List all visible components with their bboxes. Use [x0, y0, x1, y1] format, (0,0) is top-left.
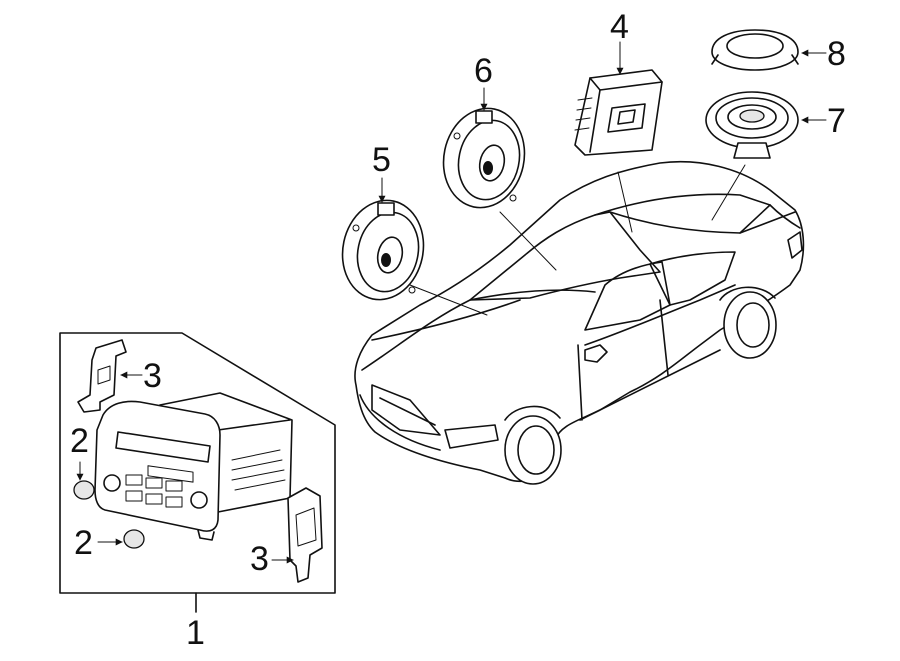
callout-2-lower: 2 — [74, 524, 93, 562]
part-2-knobs — [73, 480, 145, 549]
part-7-speaker — [705, 91, 799, 159]
callout-6: 6 — [474, 52, 493, 90]
part-4-amplifier — [574, 69, 663, 156]
callout-arrows — [76, 41, 827, 564]
callout-3-lower: 3 — [250, 540, 269, 578]
callout-5: 5 — [372, 141, 391, 179]
car-illustration — [354, 160, 805, 485]
part-5-speaker — [341, 199, 425, 301]
callout-7: 7 — [827, 102, 846, 140]
leader-lines — [409, 164, 746, 316]
callout-2-upper: 2 — [70, 422, 89, 460]
part-3-bracket-right — [287, 487, 323, 583]
part-1-radio-unit — [94, 392, 293, 541]
radio-group-frame — [59, 332, 336, 613]
callout-4: 4 — [610, 8, 629, 46]
callout-labels: 1 2 2 3 3 4 5 6 7 8 — [70, 8, 846, 652]
callout-1: 1 — [186, 614, 205, 652]
callout-3-upper: 3 — [143, 357, 162, 395]
part-8-tweeter — [711, 29, 799, 71]
part-6-speaker — [442, 107, 526, 209]
part-3-bracket-left — [77, 339, 127, 413]
callout-8: 8 — [827, 35, 846, 73]
